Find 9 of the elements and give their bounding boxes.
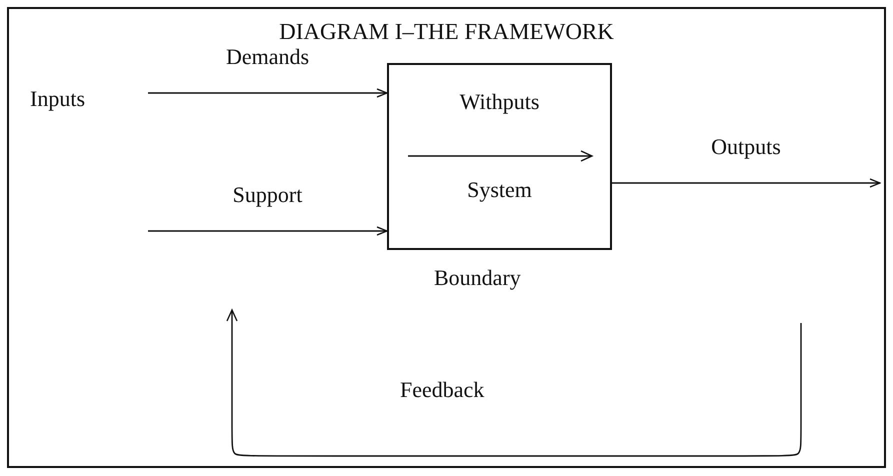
text-label: Feedback xyxy=(400,377,484,404)
arrow xyxy=(148,226,388,236)
boundary-label: Boundary xyxy=(434,265,521,292)
node-label: Inputs xyxy=(30,86,86,112)
arrow xyxy=(148,88,388,98)
arrow xyxy=(612,178,881,188)
node-label: System xyxy=(466,177,533,204)
diagram-title: DIAGRAM I–THE FRAMEWORK xyxy=(278,18,615,46)
node-label: Withputs xyxy=(458,89,540,116)
